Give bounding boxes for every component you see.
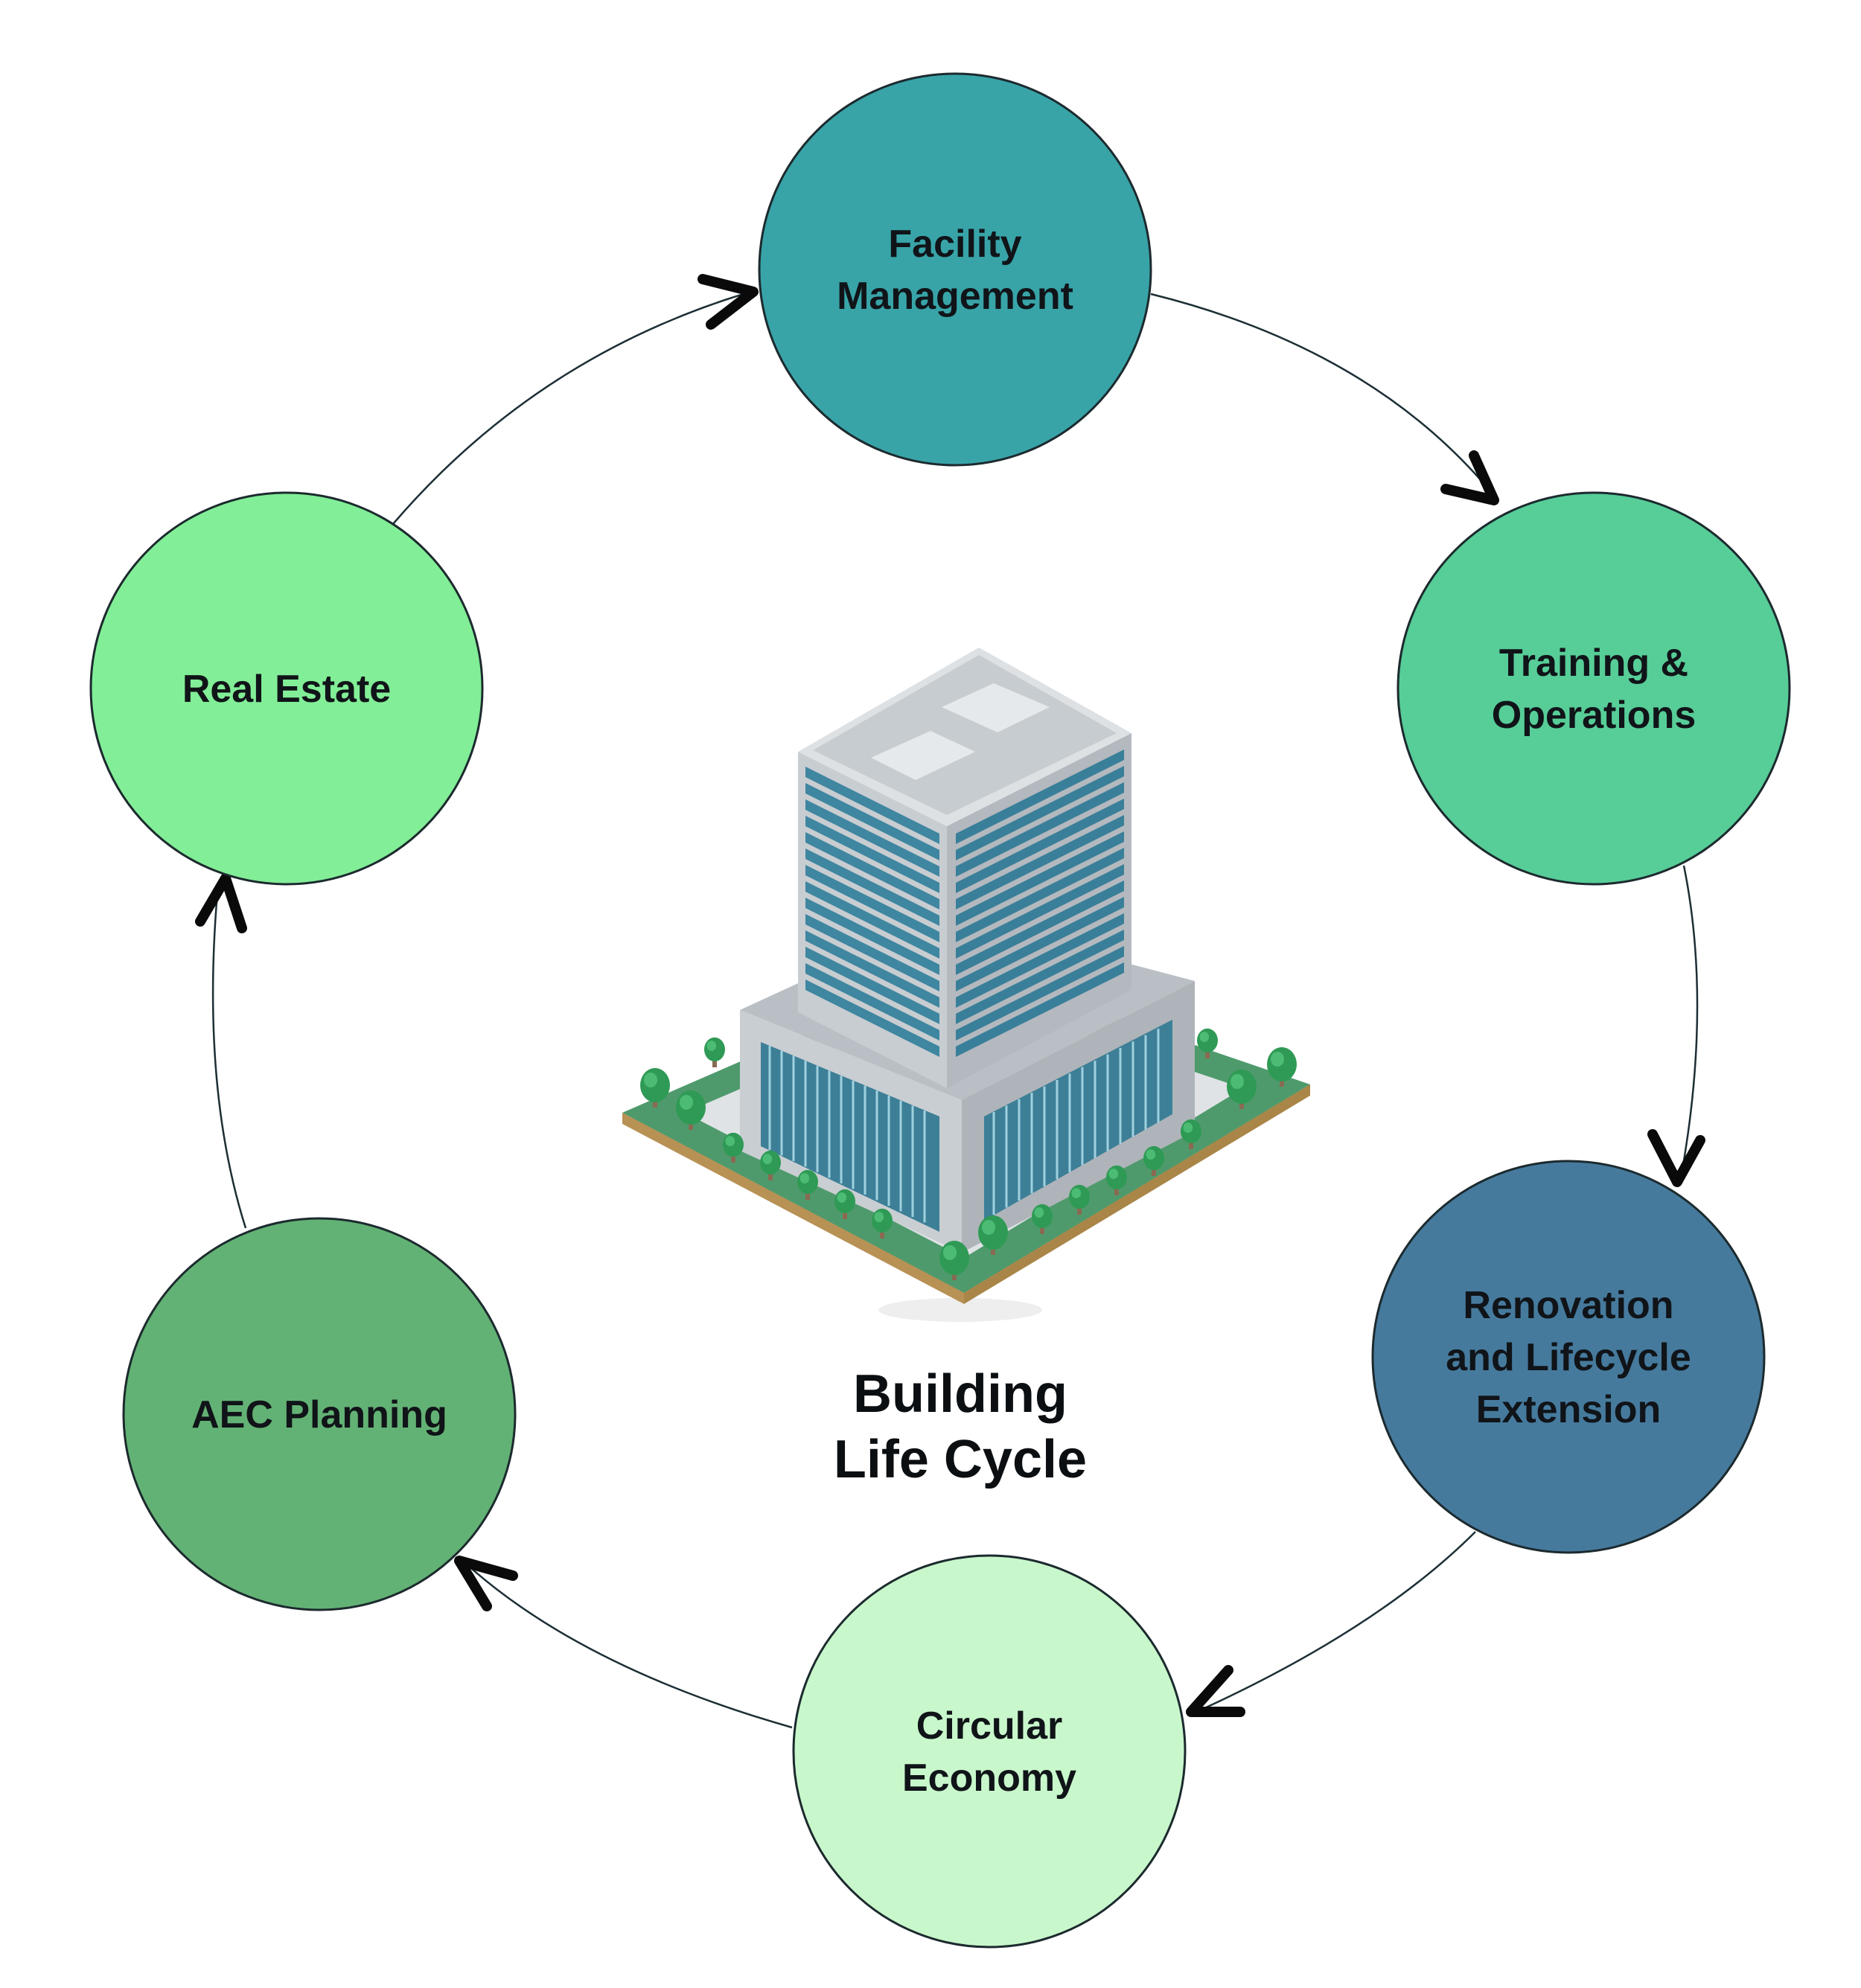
arrowhead-into-aec xyxy=(454,1556,518,1611)
tree xyxy=(1069,1184,1090,1215)
tree xyxy=(872,1208,893,1238)
tree xyxy=(640,1068,670,1108)
window-band-left xyxy=(805,898,939,975)
window-band-right xyxy=(956,831,1124,926)
tree xyxy=(704,1037,725,1067)
connector-training-to-renovation xyxy=(1679,865,1699,1179)
window-band-right xyxy=(956,848,1124,942)
stage-label-line: Extension xyxy=(1476,1388,1662,1431)
window-band-right xyxy=(956,962,1124,1057)
window-band-left xyxy=(805,799,939,877)
window-band-left xyxy=(805,832,939,910)
tree xyxy=(676,1090,706,1130)
tower-window-bands xyxy=(768,750,1160,1223)
connector-aec-to-realestate xyxy=(211,892,247,1229)
window-band-right xyxy=(956,799,1124,893)
tree xyxy=(939,1241,969,1280)
arrowhead-into-realestate xyxy=(195,873,247,933)
window-band-right xyxy=(956,782,1124,877)
window-band-left xyxy=(805,848,939,926)
window-band-left xyxy=(805,881,939,959)
stage-label-line: Operations xyxy=(1492,694,1696,737)
arrowhead-into-circular xyxy=(1186,1665,1245,1717)
connector-renovation-to-circular xyxy=(1194,1531,1476,1714)
svg-text:AEC Planning: AEC Planning xyxy=(191,1393,447,1436)
tree xyxy=(1267,1047,1297,1087)
window-band-left xyxy=(805,914,939,991)
window-band-left xyxy=(805,947,939,1024)
svg-text:Real Estate: Real Estate xyxy=(182,668,391,711)
landscape-trees xyxy=(640,1028,1297,1280)
tree xyxy=(1181,1119,1201,1149)
window-band-left xyxy=(805,930,939,1008)
tree xyxy=(1227,1070,1257,1109)
stage-label-line: and Lifecycle xyxy=(1446,1336,1691,1379)
window-band-right xyxy=(956,946,1124,1041)
arrowhead-into-training xyxy=(1440,450,1499,505)
stage-label-line: Renovation xyxy=(1463,1284,1673,1327)
window-band-right xyxy=(956,913,1124,1008)
center-title: Building Life Cycle xyxy=(834,1364,1087,1489)
svg-text:Life Cycle: Life Cycle xyxy=(834,1430,1087,1489)
window-band-left xyxy=(805,865,939,942)
window-band-right xyxy=(956,880,1124,975)
window-band-right xyxy=(956,864,1124,959)
stage-training-operations: Training & Operations xyxy=(1396,491,1791,886)
tree xyxy=(1032,1204,1053,1234)
stage-label-line: AEC Planning xyxy=(191,1393,447,1436)
window-band-left xyxy=(805,783,939,860)
tree xyxy=(797,1169,818,1200)
tree xyxy=(760,1150,781,1180)
cycle-connectors xyxy=(211,292,1699,1729)
window-band-right xyxy=(956,750,1124,844)
tree xyxy=(978,1215,1008,1255)
window-band-right xyxy=(956,766,1124,860)
cycle-arrowheads xyxy=(195,274,1705,1717)
connector-circular-to-aec xyxy=(465,1562,793,1729)
window-band-right xyxy=(956,897,1124,991)
stage-aec-planning: AEC Planning xyxy=(122,1217,517,1611)
window-band-left xyxy=(805,963,939,1041)
window-band-left xyxy=(805,816,939,893)
arrowhead-into-facility xyxy=(698,274,759,330)
tree xyxy=(1106,1165,1127,1195)
stage-label-line: Training & xyxy=(1499,642,1688,685)
stage-label-line: Facility xyxy=(888,223,1021,266)
window-band-left xyxy=(805,979,939,1057)
stage-label-line: Economy xyxy=(902,1757,1076,1800)
tree xyxy=(1197,1028,1218,1058)
window-band-right xyxy=(956,815,1124,910)
stage-real-estate: Real Estate xyxy=(89,491,484,886)
tree xyxy=(1143,1145,1164,1176)
svg-text:Building: Building xyxy=(853,1364,1067,1424)
svg-text:Training &Operations: Training & Operations xyxy=(1492,642,1696,737)
stage-label-line: Circular xyxy=(916,1704,1063,1748)
window-band-right xyxy=(956,930,1124,1024)
arrowhead-into-renovation xyxy=(1647,1129,1705,1187)
tree xyxy=(723,1132,744,1163)
stage-label-line: Management xyxy=(837,275,1073,318)
connector-realestate-to-facility xyxy=(392,292,747,525)
connector-facility-to-training xyxy=(1150,293,1498,501)
stage-label-line: Real Estate xyxy=(182,668,391,711)
window-band-left xyxy=(805,767,939,844)
building-icon xyxy=(622,648,1310,1322)
tree xyxy=(834,1189,855,1219)
